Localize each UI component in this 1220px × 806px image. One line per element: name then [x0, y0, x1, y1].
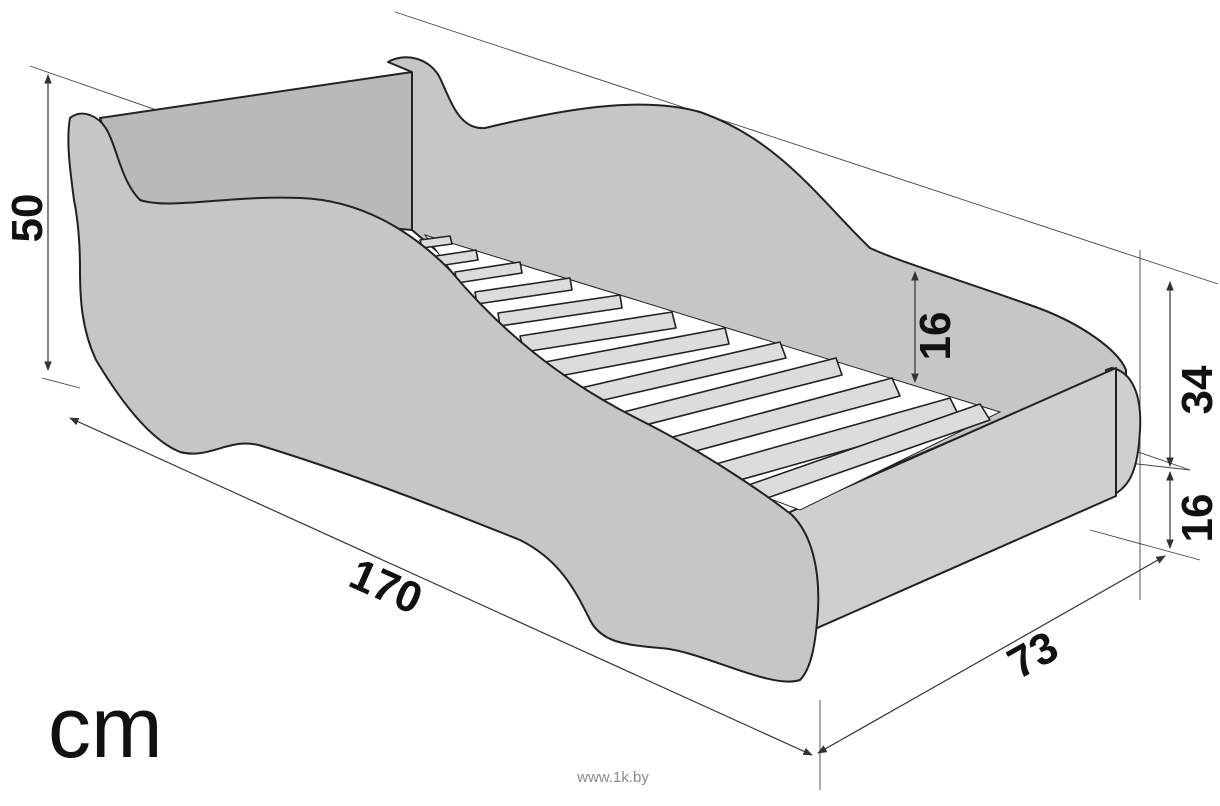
dimension-lines [44, 74, 1174, 756]
side-height-label: 16 [911, 312, 960, 361]
unit-label: cm [48, 680, 163, 776]
watermark-text: www.1k.by [576, 769, 649, 786]
total-height-label: 50 [3, 194, 52, 243]
length-label: 170 [342, 549, 429, 624]
width-label: 73 [1000, 622, 1067, 689]
upper-height-label: 34 [1173, 365, 1220, 414]
base-height-label: 16 [1173, 494, 1220, 543]
back-side-panel [387, 56, 1127, 506]
